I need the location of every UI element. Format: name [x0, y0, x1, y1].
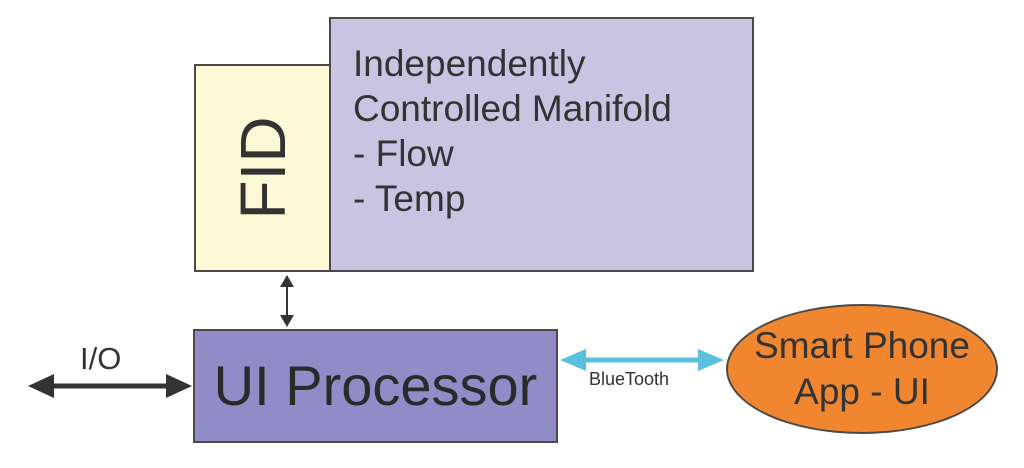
ui-processor-label: UI Processor: [213, 354, 538, 417]
manifold-block: Independently Controlled Manifold - Flow…: [329, 17, 754, 272]
fid-processor-arrow: [280, 275, 294, 327]
smart-phone-app-node: Smart Phone App - UI: [726, 304, 998, 434]
manifold-line-1: Independently: [353, 43, 586, 84]
io-arrow: [28, 374, 192, 398]
bluetooth-label: BlueTooth: [589, 369, 670, 389]
ui-processor-block: UI Processor: [193, 329, 558, 443]
smart-phone-line-1: Smart Phone: [754, 325, 970, 366]
smart-phone-text: Smart Phone App - UI: [728, 323, 996, 415]
manifold-line-3: - Flow: [353, 133, 454, 174]
smart-phone-line-2: App - UI: [794, 371, 930, 412]
bluetooth-arrow: [560, 349, 724, 371]
fid-block: FID: [194, 64, 331, 272]
manifold-text: Independently Controlled Manifold - Flow…: [353, 41, 672, 221]
manifold-line-4: - Temp: [353, 178, 466, 219]
io-label: I/O: [80, 341, 122, 376]
manifold-line-2: Controlled Manifold: [353, 88, 672, 129]
fid-label: FID: [226, 116, 299, 220]
